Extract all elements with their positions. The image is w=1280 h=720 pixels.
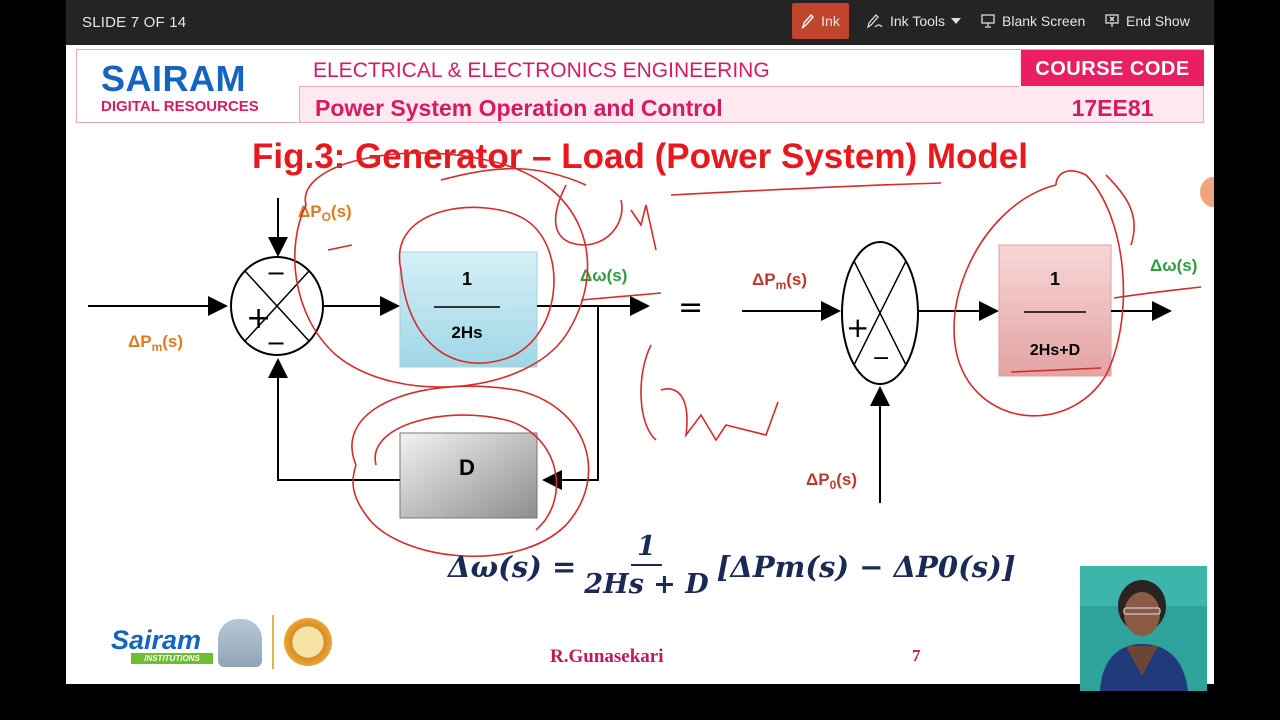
equals-sign: =: [678, 290, 703, 325]
end-show-icon: [1104, 13, 1120, 29]
ink-tools-icon: [866, 13, 884, 29]
end-show-button[interactable]: End Show: [1096, 3, 1198, 39]
ink-stroke: [1105, 174, 1135, 246]
ink-stroke: [351, 385, 590, 558]
end-show-label: End Show: [1126, 13, 1190, 29]
figure-title: Fig.3: Generator – Load (Power System) M…: [252, 137, 1028, 176]
chevron-down-icon: [951, 18, 961, 24]
ink-stroke: [327, 244, 353, 251]
presenter-toolbar: SLIDE 7 OF 14 Ink Ink Tools Blank Screen…: [66, 0, 1214, 45]
ink-stroke: [640, 344, 779, 442]
right-sum-plus-sign: +: [846, 311, 869, 344]
disturbance-label: ΔPO(s): [298, 202, 352, 224]
founder-portrait: [218, 619, 262, 667]
sairam-logo: SAIRAM DIGITAL RESOURCES: [77, 50, 300, 122]
blank-screen-button[interactable]: Blank Screen: [972, 3, 1093, 39]
plant-block-numerator: 1: [462, 269, 472, 289]
edge-decoration: [1200, 177, 1214, 207]
sum-minus-top: −: [266, 259, 286, 287]
ink-stroke: [580, 292, 662, 301]
course-code-label-box: COURSE CODE: [1021, 50, 1204, 86]
ink-stroke: [554, 184, 623, 246]
feedback-return: [268, 358, 400, 481]
department-name: ELECTRICAL & ELECTRONICS ENGINEERING: [313, 59, 770, 82]
logo-main-text: SAIRAM: [101, 58, 246, 99]
pen-icon: [801, 13, 815, 29]
presenter-webcam: [1080, 566, 1207, 691]
closed-loop-block: [998, 244, 1112, 377]
closed-loop-denominator: 2Hs+D: [1030, 342, 1080, 359]
equation-rhs: [ΔPm(s) − ΔP0(s)]: [716, 550, 1016, 584]
equation-numerator: 1: [631, 530, 662, 566]
ink-stroke: [953, 170, 1125, 417]
institution-seal: [284, 618, 332, 666]
equation-lhs: Δω(s) =: [448, 550, 577, 584]
damping-block: [399, 432, 538, 519]
ink-stroke: [670, 182, 942, 196]
output-label: Δω(s): [580, 266, 627, 285]
right-sum-minus-sign: −: [872, 346, 890, 371]
left-diagram: + − − 1 2Hs D ΔPO(s) ΔPm(s) Δω(s): [88, 198, 650, 519]
ink-stroke: [630, 204, 657, 251]
department-box: ELECTRICAL & ELECTRONICS ENGINEERING: [299, 50, 1019, 87]
ink-stroke: [440, 167, 587, 186]
footer-logo-text: Sairam: [111, 625, 202, 655]
logo-sub-text: DIGITAL RESOURCES: [101, 98, 259, 115]
ink-tools-label: Ink Tools: [890, 13, 945, 29]
plant-block-denominator: 2Hs: [451, 323, 482, 342]
slide-canvas: SAIRAM DIGITAL RESOURCES ELECTRICAL & EL…: [66, 45, 1214, 684]
plant-block: [399, 251, 538, 368]
ink-button[interactable]: Ink: [792, 3, 849, 39]
equation-denominator: 2Hs + D: [584, 569, 709, 600]
right-sum-cross-line: [853, 260, 907, 366]
right-diagram: + − 1 2Hs+D ΔPm(s) ΔP0(s) Δω(s): [742, 241, 1197, 503]
sum-plus-sign: +: [246, 301, 271, 336]
sum-cross-line: [244, 270, 310, 342]
blank-screen-label: Blank Screen: [1002, 13, 1086, 29]
right-disturbance-label: ΔP0(s): [806, 470, 857, 492]
transfer-equation: Δω(s) = 1 2Hs + D [ΔPm(s) − ΔP0(s)]: [448, 527, 1016, 607]
ink-annotations: [294, 152, 1202, 558]
ink-stroke: [374, 414, 558, 531]
closed-loop-numerator: 1: [1050, 269, 1060, 289]
right-input-label: ΔPm(s): [752, 270, 807, 292]
page-number: 7: [912, 646, 921, 665]
course-title: Power System Operation and Control: [315, 95, 723, 121]
ink-stroke: [294, 152, 589, 388]
course-code-label: COURSE CODE: [1035, 58, 1190, 80]
ink-stroke: [1113, 286, 1202, 299]
feedback-path: [542, 306, 599, 490]
slide-counter: SLIDE 7 OF 14: [82, 14, 187, 31]
presenter-name: R.Gunasekari: [550, 646, 664, 667]
ink-tools-button[interactable]: Ink Tools: [858, 3, 969, 39]
ink-stroke: [398, 206, 555, 364]
equation-fraction: 1 2Hs + D: [584, 530, 708, 604]
presenter-video: [1080, 566, 1207, 691]
footer-logo: Sairam INSTITUTIONS: [111, 625, 213, 664]
sum-minus-bottom: −: [266, 329, 286, 357]
footer-divider: [272, 615, 274, 669]
course-code: 17EE81: [1071, 95, 1154, 121]
damping-block-label: D: [459, 455, 475, 480]
block-diagram: + − − 1 2Hs D ΔPO(s) ΔPm(s) Δω(s) = + −: [88, 152, 1202, 558]
ink-button-label: Ink: [821, 13, 840, 29]
slide-header: SAIRAM DIGITAL RESOURCES ELECTRICAL & EL…: [76, 49, 1204, 123]
right-output-label: Δω(s): [1150, 256, 1197, 275]
input-label: ΔPm(s): [128, 332, 183, 354]
ink-stroke: [1010, 367, 1102, 373]
screen-icon: [980, 13, 996, 29]
footer-logo-tag: INSTITUTIONS: [131, 653, 213, 664]
